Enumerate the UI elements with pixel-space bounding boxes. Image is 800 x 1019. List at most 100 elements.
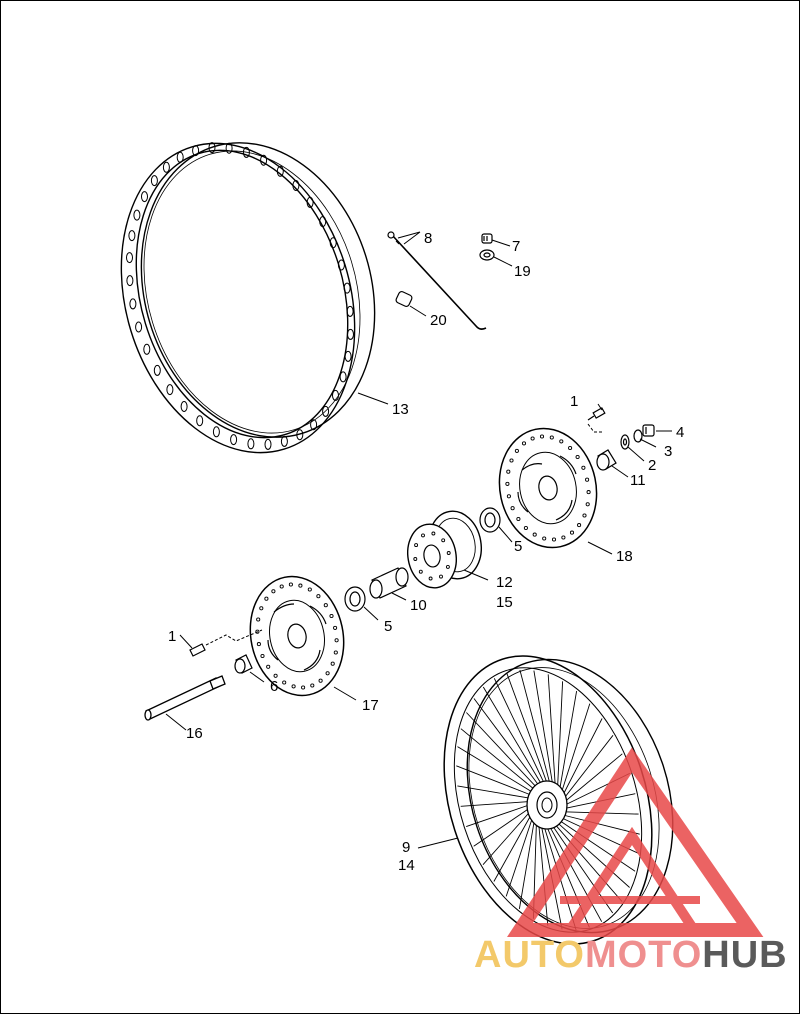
locknut-part-4 [642, 424, 655, 437]
spoke-line [456, 765, 532, 796]
hole-mark [428, 576, 433, 581]
hole-mark [514, 448, 519, 453]
leader-guides-lower [205, 629, 263, 646]
hole-mark [509, 458, 514, 463]
spoke-line [561, 703, 591, 793]
hole-mark [141, 191, 148, 203]
hole-mark [280, 435, 288, 447]
hole-mark [143, 343, 151, 355]
hole-mark [208, 142, 216, 154]
hole-mark [510, 506, 515, 511]
washer-part-2 [620, 434, 630, 450]
hole-mark [581, 465, 586, 470]
hole-mark [333, 650, 338, 655]
hole-mark [568, 445, 573, 451]
hole-mark [247, 438, 255, 450]
spoke-line [493, 814, 532, 882]
hole-mark [575, 454, 580, 460]
hole-mark [180, 401, 188, 412]
hole-mark [413, 557, 418, 561]
spoke-line [505, 817, 533, 897]
hole-mark [273, 673, 278, 678]
rim-part-13 [120, 142, 376, 454]
hole-mark [586, 490, 591, 495]
hole-mark [128, 230, 136, 242]
spoke-line [460, 801, 530, 807]
spoke-line [557, 822, 630, 888]
hole-mark [323, 603, 328, 608]
hole-mark [559, 439, 564, 444]
hole-mark [329, 613, 334, 619]
hole-mark [561, 535, 566, 540]
hole-mark [441, 538, 446, 543]
hole-mark [310, 683, 315, 688]
hole-mark [523, 525, 528, 531]
leader-lines [165, 231, 672, 849]
spacer-part-11 [596, 449, 617, 471]
callout-1-lower: 1 [168, 628, 176, 645]
hole-mark [585, 502, 590, 507]
callout-17: 17 [362, 697, 379, 714]
spacer-part-10 [369, 567, 409, 599]
hole-mark [530, 436, 535, 441]
hub-part-12 [407, 510, 482, 589]
hole-mark [126, 275, 134, 287]
spoke-line [457, 785, 530, 799]
hole-mark [549, 435, 554, 440]
screw-part-1-upper [587, 407, 606, 421]
callout-3: 3 [664, 443, 672, 460]
spoke-line [466, 804, 530, 828]
hole-mark [296, 429, 304, 441]
hole-mark [414, 543, 419, 548]
hole-mark [264, 596, 269, 601]
hole-mark [162, 161, 170, 173]
watermark-text: AUTOMOTOHUB [474, 934, 788, 977]
hole-mark [264, 438, 272, 450]
hole-mark [319, 216, 327, 228]
washer-part-3 [633, 429, 643, 443]
hole-mark [150, 175, 158, 187]
hole-mark [532, 532, 537, 537]
axle-part-16 [144, 675, 226, 721]
watermark-moto: MOTO [584, 934, 703, 976]
hole-mark [260, 154, 268, 166]
hole-mark [446, 551, 451, 555]
hole-mark [318, 678, 323, 683]
hole-mark [346, 305, 354, 317]
washer-part-19 [479, 249, 495, 261]
hole-mark [126, 252, 133, 264]
spoke-line [482, 686, 542, 785]
hole-mark [291, 684, 296, 689]
spoke-line [557, 681, 564, 788]
hole-mark [418, 569, 423, 574]
hole-mark [135, 321, 143, 333]
hole-mark [325, 671, 330, 676]
hole-mark [266, 664, 271, 669]
hole-mark [292, 180, 300, 191]
callout-1-upper: 1 [570, 393, 578, 410]
callout-11: 11 [630, 472, 646, 489]
callout-5-upper: 5 [514, 538, 522, 555]
callout-16: 16 [186, 725, 203, 742]
hole-mark [333, 625, 338, 630]
callout-19: 19 [514, 263, 531, 280]
leader-guides-upper [587, 423, 604, 433]
callout-15: 15 [496, 594, 513, 611]
hole-mark [334, 638, 339, 643]
hole-mark [445, 564, 450, 569]
hole-mark [153, 364, 161, 376]
screw-part-1-lower [189, 643, 206, 657]
callout-4: 4 [676, 424, 684, 441]
spoke-line [559, 820, 636, 872]
hole-mark [332, 389, 339, 401]
hole-mark [344, 350, 352, 362]
hole-mark [577, 523, 582, 528]
spoke-line [549, 826, 603, 922]
spoke-line [519, 669, 551, 784]
watermark-logo [507, 747, 764, 937]
hole-mark [255, 629, 260, 634]
spoke-line [473, 698, 540, 786]
hole-mark [259, 606, 264, 611]
bearing-part-5-upper [479, 507, 501, 533]
